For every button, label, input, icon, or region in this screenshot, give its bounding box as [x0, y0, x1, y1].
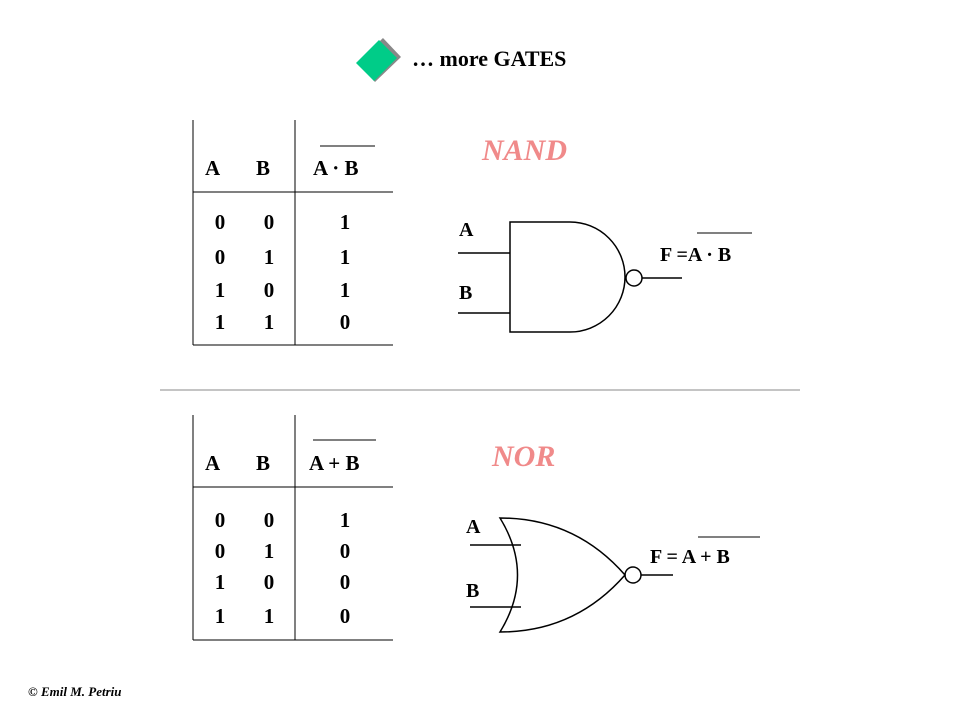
nand-cell-a: 0: [214, 210, 226, 234]
nor-gate-name: NOR: [492, 440, 556, 473]
nand-cell-a: 0: [214, 245, 226, 269]
nand-table-lines: [192, 120, 393, 346]
nor-table-lines: [192, 415, 393, 641]
nand-cell-out: 1: [339, 278, 351, 302]
nand-header-output: A · B: [313, 156, 359, 180]
nor-input-b-label: B: [466, 580, 480, 602]
nand-gate-name: NAND: [482, 134, 568, 167]
nor-cell-out: 0: [339, 604, 351, 628]
nand-cell-b: 0: [263, 278, 275, 302]
nor-cell-a: 0: [214, 539, 226, 563]
nand-cell-out: 0: [339, 310, 351, 334]
nand-cell-b: 1: [263, 245, 275, 269]
nor-cell-b: 0: [263, 508, 275, 532]
nor-cell-out: 0: [339, 539, 351, 563]
nor-output-label: F = A + B: [650, 546, 730, 568]
nand-header-a: A: [205, 156, 221, 180]
nor-cell-out: 0: [339, 570, 351, 594]
copyright-footer: © Emil M. Petriu: [28, 684, 122, 699]
nor-cell-out: 1: [339, 508, 351, 532]
nand-output-label: F =A · B: [660, 244, 732, 266]
nor-header-a: A: [205, 451, 221, 475]
nor-cell-a: 1: [214, 570, 226, 594]
nor-input-a-label: A: [466, 516, 481, 538]
diamond-bullet-icon: [356, 38, 401, 82]
nor-cell-a: 1: [214, 604, 226, 628]
nor-cell-b: 0: [263, 570, 275, 594]
nor-gate-symbol: [470, 517, 760, 633]
nor-cell-b: 1: [263, 604, 275, 628]
nand-gate-symbol: [458, 221, 752, 333]
nand-cell-out: 1: [339, 245, 351, 269]
nor-cell-b: 1: [263, 539, 275, 563]
nand-cell-b: 0: [263, 210, 275, 234]
nand-cell-a: 1: [214, 310, 226, 334]
nand-input-b-label: B: [459, 282, 473, 304]
nand-header-b: B: [256, 156, 271, 180]
nor-header-b: B: [256, 451, 271, 475]
nand-cell-b: 1: [263, 310, 275, 334]
nand-cell-a: 1: [214, 278, 226, 302]
nor-cell-a: 0: [214, 508, 226, 532]
slide-title: … more GATES: [412, 46, 567, 71]
nor-header-output: A + B: [309, 451, 360, 475]
nand-cell-out: 1: [339, 210, 351, 234]
nand-input-a-label: A: [459, 219, 474, 241]
